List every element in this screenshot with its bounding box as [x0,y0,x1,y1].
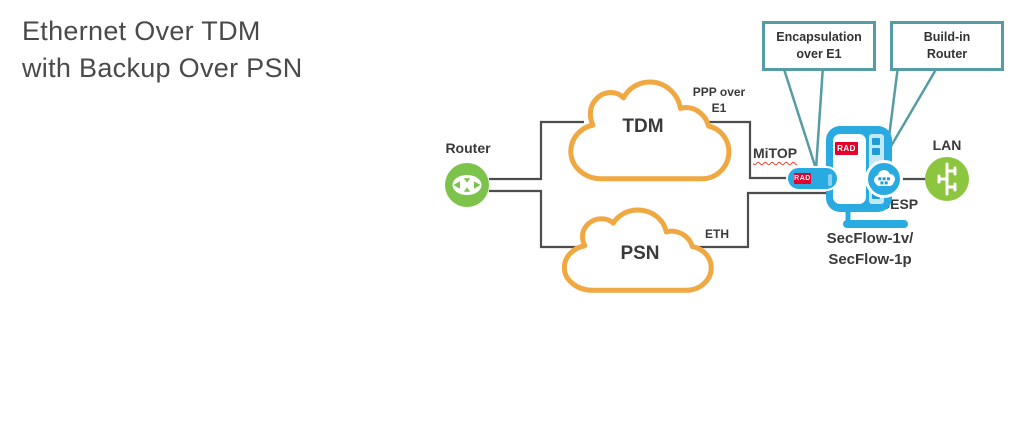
psn-cloud-label: PSN [620,243,660,264]
page-title-line1: Ethernet Over TDM [22,16,261,46]
pill-socket [833,161,846,195]
lan-glyph [937,162,957,196]
connector-lines [489,120,928,249]
router-icon [445,163,489,207]
pill-slot [828,174,832,186]
ppp-over-e1-line2: E1 [711,101,727,115]
callout-pointers [781,64,940,171]
mitop-module: RAD [786,166,839,191]
ppp-over-e1-line1: PPP over [692,85,746,99]
tdm-cloud [571,82,729,179]
rad-logo: RAD [794,173,811,184]
rad-logo: RAD [835,142,858,155]
device-name-line1: SecFlow-1v/ [826,230,914,247]
encapsulation-callout: Encapsulation over E1 [762,21,876,71]
psn-cloud [564,210,711,290]
encapsulation-callout-line2: over E1 [796,47,842,61]
page-title: Ethernet Over TDM with Backup Over PSN [22,13,303,87]
router-glyph [452,175,482,195]
tdm-cloud-label: TDM [622,116,664,137]
lan-icon [925,157,969,201]
lan-label: LAN [932,137,962,153]
encapsulation-callout-line1: Encapsulation [776,30,862,44]
ppp-over-e1-label: PPP over E1 [687,84,751,116]
port-icon [872,138,880,145]
mitop-label: MiTOP [753,145,798,161]
device-name-line2: SecFlow-1p [828,251,912,268]
device-name-label: SecFlow-1v/ SecFlow-1p [790,228,950,270]
buildin-router-callout-line1: Build-in [923,30,971,44]
buildin-router-callout-line2: Router [926,47,968,61]
eth-label: ETH [705,227,729,241]
page-title-line2: with Backup Over PSN [22,53,303,83]
port-icon [872,148,880,155]
router-label: Router [445,140,491,156]
cesp-icon [865,160,903,198]
buildin-router-callout: Build-in Router [890,21,1004,71]
cesp-cloud-glyph [874,170,895,186]
